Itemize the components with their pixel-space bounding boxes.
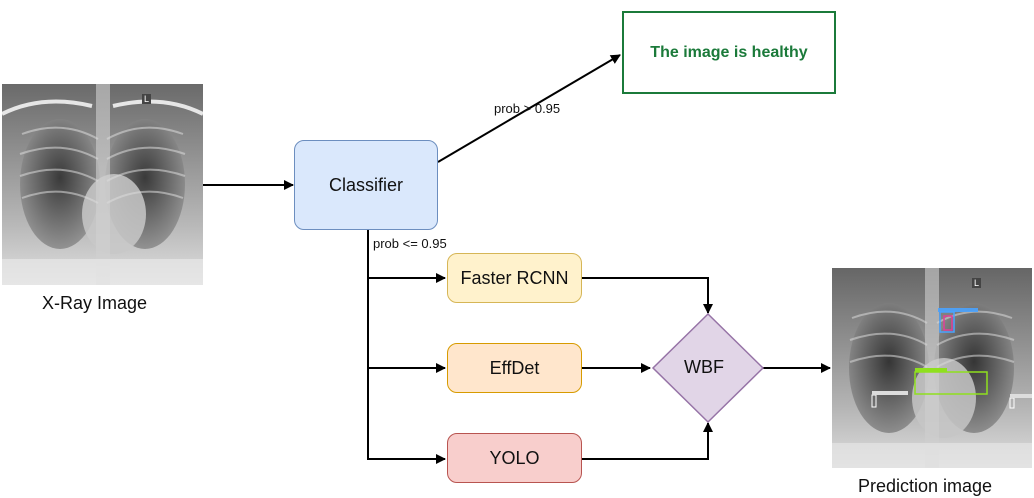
xray-marker: L	[142, 94, 152, 104]
prediction-xray-illustration	[832, 268, 1032, 468]
arrow-classifier-to-healthy	[437, 54, 621, 163]
wbf-diamond	[651, 312, 765, 424]
high-prob-label: prob > 0.95	[494, 101, 561, 116]
low-prob-label: prob <= 0.95	[373, 236, 447, 251]
wbf-label: WBF	[684, 357, 724, 377]
xray-caption: X-Ray Image	[42, 293, 148, 313]
effdet-node: EffDet	[447, 343, 582, 393]
effdet-label: EffDet	[489, 357, 540, 378]
chest-xray-illustration	[2, 84, 203, 285]
classifier-label: Classifier	[328, 174, 403, 195]
prediction-marker: L	[972, 278, 982, 288]
prediction-caption: Prediction image	[858, 476, 993, 496]
faster-rcnn-node: Faster RCNN	[447, 253, 582, 303]
yolo-node: YOLO	[447, 433, 582, 483]
detection-box-green	[914, 371, 988, 395]
prediction-image: L	[832, 268, 1032, 468]
healthy-output-text: The image is healthy	[650, 43, 808, 61]
arrow-yolo-to-wbf	[582, 422, 713, 460]
faster-rcnn-label: Faster RCNN	[460, 267, 569, 288]
classifier-node: Classifier	[294, 140, 438, 230]
arrow-faster-rcnn-to-wbf	[582, 277, 713, 314]
yolo-label: YOLO	[489, 447, 540, 468]
xray-input-image: L	[2, 84, 203, 285]
detection-box-pink	[943, 315, 953, 331]
healthy-output-node: The image is healthy	[622, 11, 836, 94]
